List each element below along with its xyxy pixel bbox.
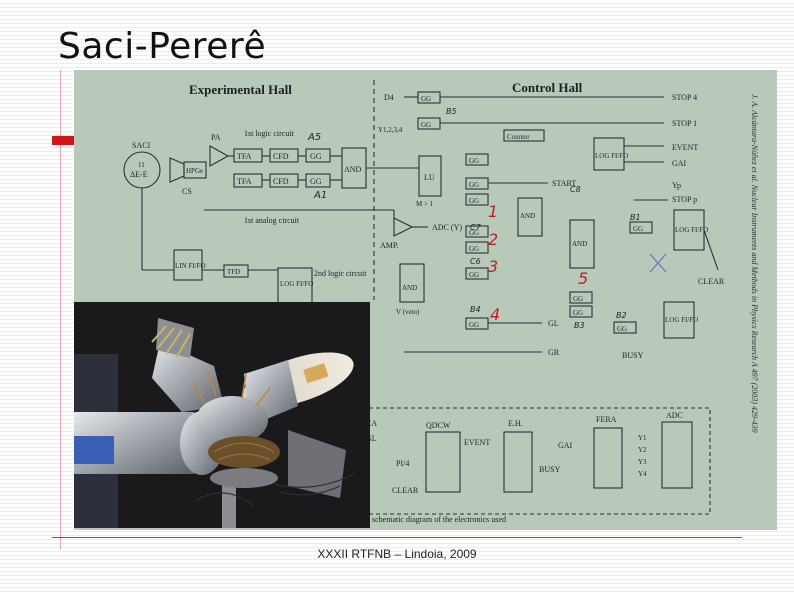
gg-c7: GG xyxy=(469,271,479,279)
clear-label: CLEAR xyxy=(698,277,725,286)
saci-count: 11 xyxy=(138,161,145,169)
experimental-hall-label: Experimental Hall xyxy=(189,82,292,97)
slide-accent-bar xyxy=(52,136,78,145)
detector-setup-photo xyxy=(74,302,370,528)
side-reference-text: J. A. Alcántara-Núñez et al. Nuclear Ins… xyxy=(750,94,759,433)
pi4-label: PI/4 xyxy=(396,459,409,468)
tfd-label: TFD xyxy=(227,268,240,276)
tfa-top: TFA xyxy=(237,152,252,161)
log-fifo-4: LOG FI/FO xyxy=(665,316,698,324)
d4-label: D4 xyxy=(384,93,394,102)
veto-label: V (veto) xyxy=(396,308,420,316)
lin-fifo-label: LIN FI/FO xyxy=(175,262,206,270)
slide-accent-vertical-line xyxy=(60,70,61,550)
tfa-bottom: TFA xyxy=(237,177,252,186)
gg-gl: GG xyxy=(469,321,479,329)
ca-label: CA xyxy=(366,419,377,428)
fera-label: FERA xyxy=(596,415,617,424)
handwritten-b2: B2 xyxy=(616,311,627,320)
handwritten-c8: C8 xyxy=(570,185,581,194)
start-label: START xyxy=(552,179,576,188)
gg-c4: GG xyxy=(633,225,643,233)
handwritten-a5: A5 xyxy=(307,132,321,143)
and-mid-2: AND xyxy=(572,240,587,248)
footer-rule xyxy=(52,537,742,538)
amp-label: AMP. xyxy=(380,241,398,250)
log-fifo-3: LOG FI/FO xyxy=(675,226,708,234)
m-gt-1-label: M > 1 xyxy=(416,200,434,208)
slide-title: Saci-Pererê xyxy=(58,26,267,67)
clear-bottom: CLEAR xyxy=(392,486,419,495)
yp-label: Yp xyxy=(672,181,681,190)
gai-bottom: GAI xyxy=(558,441,573,450)
busy-label: BUSY xyxy=(622,351,644,360)
adc-input-y3: Y3 xyxy=(638,458,647,466)
gl-label: GL xyxy=(548,319,559,328)
adc-input-y4: Y4 xyxy=(638,470,647,478)
gg-c2: GG xyxy=(469,181,479,189)
first-analog-label: 1st analog circuit xyxy=(244,216,300,225)
adc-box-label: ADC xyxy=(666,411,683,420)
handwritten-b4: B4 xyxy=(470,305,481,314)
cfd-bottom: CFD xyxy=(273,177,289,186)
first-logic-label: 1st logic circuit xyxy=(244,129,295,138)
gg-bottom: GG xyxy=(310,177,322,186)
handwritten-5: 5 xyxy=(578,269,588,288)
stop-p-label: STOP p xyxy=(672,195,697,204)
gg-c10: GG xyxy=(617,325,627,333)
adc-input-y1: Y1 xyxy=(638,434,647,442)
adc-input-y2: Y2 xyxy=(638,446,647,454)
handwritten-c6: C6 xyxy=(470,257,481,266)
saci-detector: ΔE-E xyxy=(130,170,148,179)
handwritten-a1: A1 xyxy=(313,190,327,201)
event-label: EVENT xyxy=(672,143,698,152)
gl-bottom: GL xyxy=(366,434,377,443)
adc-y-label: ADC (Y) xyxy=(432,223,462,232)
saci-label: SACI xyxy=(132,141,151,150)
handwritten-b3: B3 xyxy=(574,321,585,330)
handwritten-4: 4 xyxy=(490,305,500,324)
cs-label: CS xyxy=(182,187,192,196)
gg-c6: GG xyxy=(469,245,479,253)
stop1-label: STOP 1 xyxy=(672,119,697,128)
gg-c3: GG xyxy=(469,197,479,205)
gr-label: GR xyxy=(548,348,560,357)
handwritten-b5: B5 xyxy=(446,107,457,116)
and-veto: AND xyxy=(402,284,417,292)
event-bottom: EVENT xyxy=(464,438,490,447)
handwritten-c7: C7 xyxy=(470,223,482,232)
gg-top: GG xyxy=(310,152,322,161)
and-logic-1: AND xyxy=(344,165,362,174)
handwritten-2: 2 xyxy=(488,230,498,249)
qdcw-label: QDCW xyxy=(426,421,451,430)
eh-label: E.H. xyxy=(508,419,523,428)
log-fifo-2: LOG FI/FO xyxy=(595,152,628,160)
control-hall-label: Control Hall xyxy=(512,80,583,95)
stop4-label: STOP 4 xyxy=(672,93,697,102)
handwritten-1: 1 xyxy=(488,202,498,221)
second-logic-label: 2nd logic circuit xyxy=(314,269,367,278)
lu-label: LU xyxy=(424,173,435,182)
handwritten-3: 3 xyxy=(488,257,498,276)
hpge-label: HPGe xyxy=(186,167,203,175)
and-mid-1: AND xyxy=(520,212,535,220)
counter-label: Counter xyxy=(507,133,530,141)
gg-c1: GG xyxy=(469,157,479,165)
slide-footer: XXXII RTFNB – Lindoia, 2009 xyxy=(317,547,477,561)
schematic-caption: schematic diagram of the electronics use… xyxy=(372,515,506,524)
busy-bottom: BUSY xyxy=(539,465,561,474)
gg-y: GG xyxy=(421,121,431,129)
gai-label: GAI xyxy=(672,159,687,168)
gg-c5: GG xyxy=(469,229,479,237)
gg-d4: GG xyxy=(421,95,431,103)
gg-c9: GG xyxy=(573,309,583,317)
handwritten-b1: B1 xyxy=(630,213,641,222)
gg-c8: GG xyxy=(573,295,583,303)
pa-label: PA xyxy=(211,133,221,142)
log-fifo-1: LOG FI/FO xyxy=(280,280,313,288)
cfd-top: CFD xyxy=(273,152,289,161)
y1234-label: Y1,2,3,4 xyxy=(378,126,403,134)
